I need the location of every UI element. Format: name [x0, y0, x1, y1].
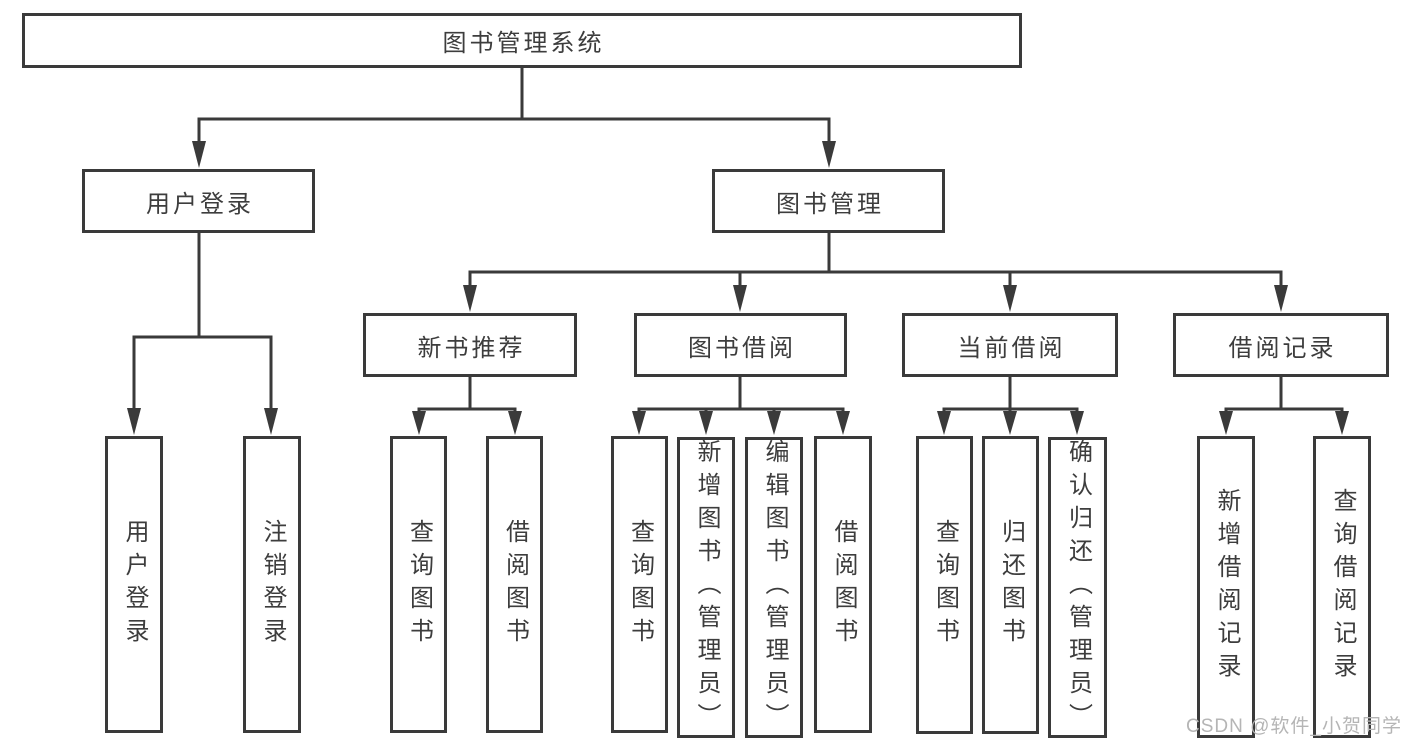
node-label: 当前借阅	[957, 334, 1066, 362]
node-current-borrowing: 当前借阅	[902, 313, 1118, 377]
node-label: 借阅图书	[830, 518, 857, 651]
node-label: 新书推荐	[417, 334, 526, 362]
node-label: 查询图书	[405, 518, 433, 651]
leaf-add-borrow-record: 新增借阅记录	[1197, 436, 1255, 738]
leaf-add-books-admin: 新增图书（管理员）	[677, 437, 735, 738]
leaf-borrow-books-recommend: 借阅图书	[486, 436, 543, 733]
node-label: 确认归还（管理员）	[1064, 439, 1092, 736]
node-label: 用户登录	[146, 190, 254, 218]
leaf-confirm-return-admin: 确认归还（管理员）	[1048, 437, 1107, 738]
node-borrowing-records: 借阅记录	[1173, 313, 1389, 377]
leaf-borrow-books: 借阅图书	[814, 436, 872, 733]
node-label: 注销登录	[259, 518, 286, 651]
leaf-return-books: 归还图书	[982, 436, 1039, 734]
node-library-management-system: 图书管理系统	[22, 13, 1022, 68]
leaf-query-books-current: 查询图书	[916, 436, 973, 734]
node-label: 归还图书	[997, 519, 1025, 651]
node-label: 查询借阅记录	[1329, 488, 1356, 686]
node-label: 借阅图书	[501, 518, 529, 651]
node-label: 图书管理	[776, 190, 884, 218]
leaf-user-login: 用户登录	[105, 436, 163, 733]
node-label: 用户登录	[121, 518, 148, 651]
node-label: 新增图书（管理员）	[693, 439, 720, 736]
leaf-edit-books-admin: 编辑图书（管理员）	[745, 437, 803, 738]
csdn-watermark: CSDN @软件_小贺同学	[1186, 716, 1402, 737]
node-label: 编辑图书（管理员）	[761, 439, 788, 736]
node-new-book-recommendation: 新书推荐	[363, 313, 577, 377]
node-label: 查询图书	[626, 518, 654, 651]
leaf-query-books-borrow: 查询图书	[611, 436, 668, 733]
leaf-logout: 注销登录	[243, 436, 301, 733]
node-label: 查询图书	[931, 519, 959, 651]
leaf-query-books-recommend: 查询图书	[390, 436, 447, 733]
node-book-borrowing: 图书借阅	[634, 313, 847, 377]
node-label: 新增借阅记录	[1213, 488, 1240, 686]
node-user-login-branch: 用户登录	[82, 169, 315, 233]
node-label: 图书管理系统	[442, 30, 605, 57]
node-label: 图书借阅	[688, 334, 796, 362]
node-book-management-branch: 图书管理	[712, 169, 945, 233]
node-label: 借阅记录	[1228, 334, 1337, 362]
leaf-query-borrow-record: 查询借阅记录	[1313, 436, 1371, 738]
